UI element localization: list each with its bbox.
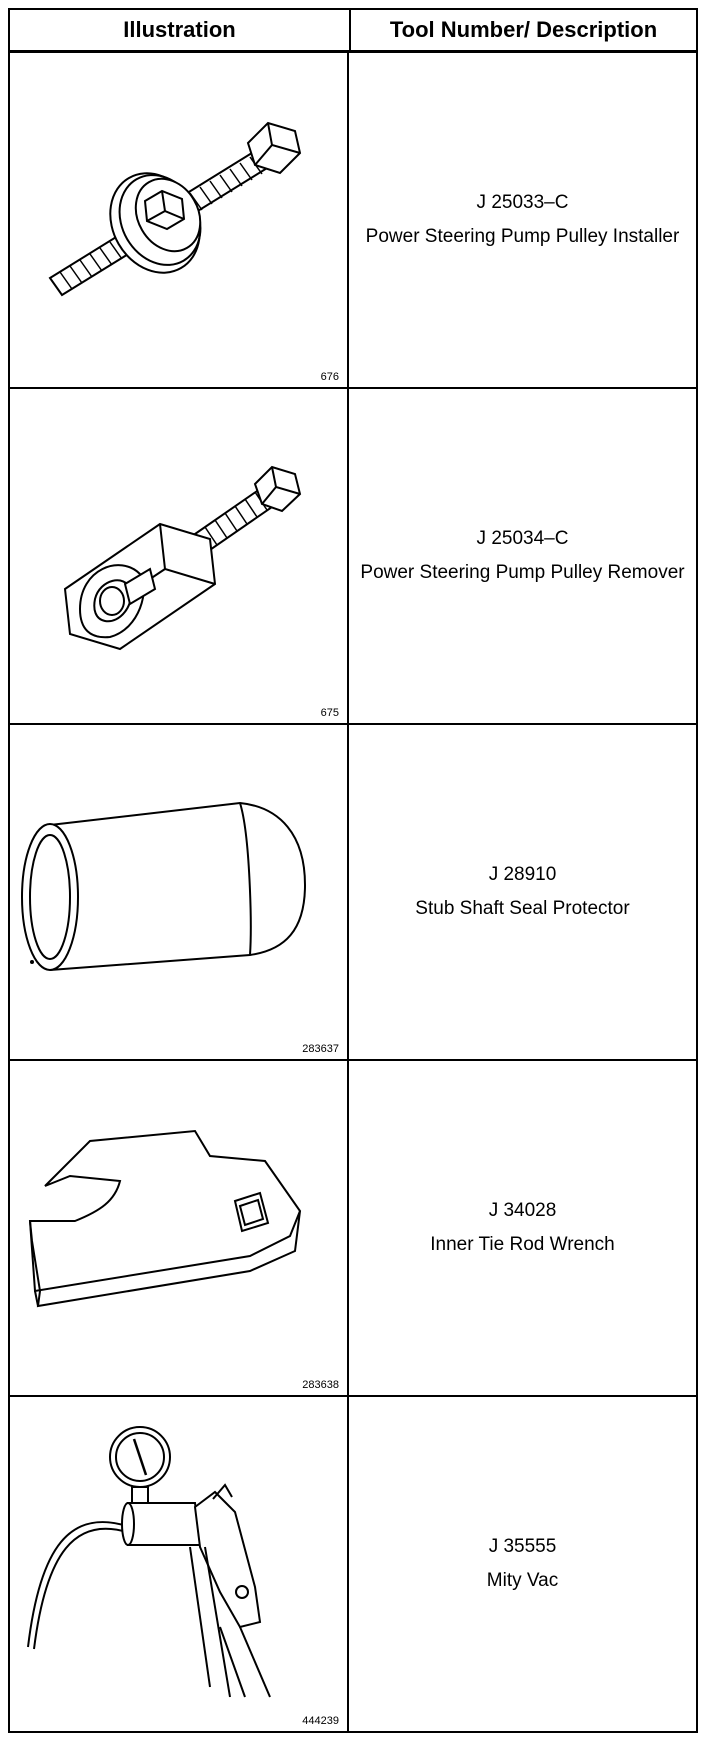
tool-description-cell: J 28910 Stub Shaft Seal Protector — [349, 725, 696, 1059]
table-row: 283637 J 28910 Stub Shaft Seal Protector — [10, 725, 696, 1061]
tool-number: J 28910 — [488, 864, 557, 885]
illustration-cell: 444239 — [10, 1397, 349, 1731]
tool-description-cell: J 25033–C Power Steering Pump Pulley Ins… — [349, 53, 696, 387]
figure-number: 283637 — [302, 1043, 339, 1055]
tool-number: J 25033–C — [476, 192, 569, 213]
tool-description-cell: J 25034–C Power Steering Pump Pulley Rem… — [349, 389, 696, 723]
tie-rod-wrench-icon — [28, 1129, 302, 1308]
table-row: 676 J 25033–C Power Steering Pump Pulley… — [10, 53, 696, 389]
tool-description: Inner Tie Rod Wrench — [430, 1234, 615, 1255]
illustration-cell: 283638 — [10, 1061, 349, 1395]
vacuum-pump-icon — [27, 1426, 271, 1698]
pulley-installer-icon — [48, 121, 302, 297]
pulley-remover-icon — [63, 465, 302, 651]
figure-number: 283638 — [302, 1379, 339, 1391]
tool-table: Illustration Tool Number/ Description — [8, 8, 698, 1733]
tool-number: J 35555 — [488, 1536, 557, 1557]
figure-number: 676 — [320, 371, 339, 383]
tool-description: Mity Vac — [486, 1570, 559, 1591]
figure-number: 444239 — [302, 1715, 339, 1727]
illustration-cell: 675 — [10, 389, 349, 723]
header-illustration: Illustration — [10, 10, 351, 50]
illustration-cell: 283637 — [10, 725, 349, 1059]
tool-description: Stub Shaft Seal Protector — [415, 898, 630, 919]
speck — [30, 960, 34, 964]
tool-number: J 34028 — [488, 1200, 557, 1221]
seal-protector-icon — [21, 801, 307, 971]
table-row: 675 J 25034–C Power Steering Pump Pulley… — [10, 389, 696, 725]
tool-number: J 25034–C — [476, 528, 569, 549]
illustration-cell: 676 — [10, 53, 349, 387]
figure-number: 675 — [320, 707, 339, 719]
tool-description: Power Steering Pump Pulley Installer — [365, 226, 680, 247]
tool-description: Power Steering Pump Pulley Remover — [360, 562, 685, 583]
tool-description-cell: J 35555 Mity Vac — [349, 1397, 696, 1731]
tool-description-cell: J 34028 Inner Tie Rod Wrench — [349, 1061, 696, 1395]
header-tool-description: Tool Number/ Description — [389, 17, 658, 42]
table-header: Illustration Tool Number/ Description — [10, 10, 696, 53]
table-row: 283638 J 34028 Inner Tie Rod Wrench — [10, 1061, 696, 1397]
table-row: 444239 J 35555 Mity Vac — [10, 1397, 696, 1731]
